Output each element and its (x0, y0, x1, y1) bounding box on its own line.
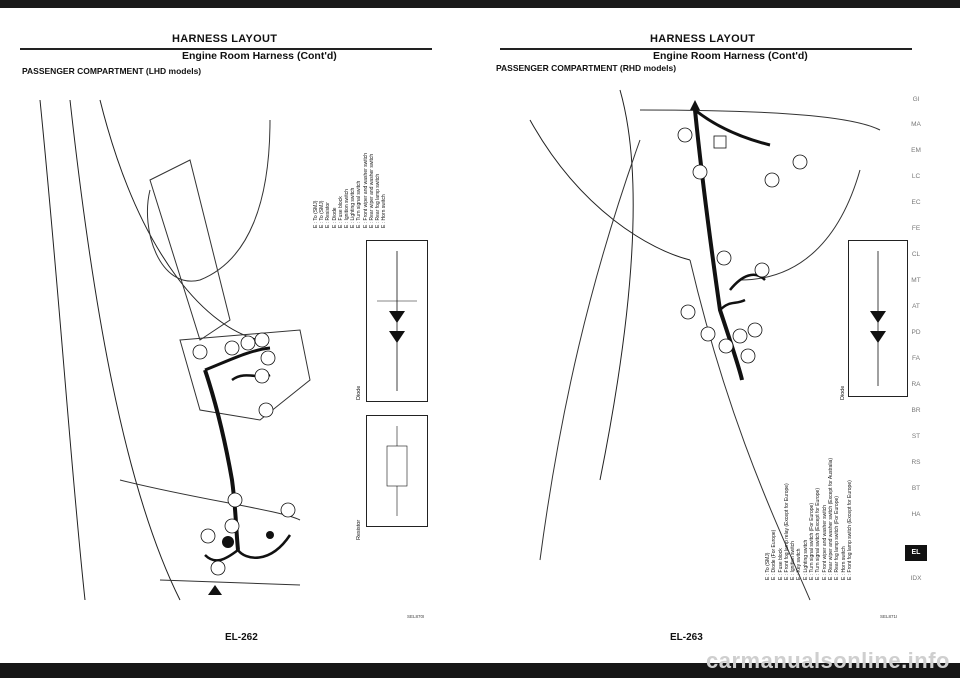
right-diode-box (848, 240, 908, 397)
tab-em[interactable]: EM (911, 147, 921, 154)
right-harness-diagram (529, 89, 881, 601)
left-page-number: EL-262 (225, 632, 258, 643)
resistor-schematic (386, 426, 408, 516)
tab-ha[interactable]: HA (911, 511, 921, 518)
left-title: HARNESS LAYOUT (172, 33, 278, 45)
right-rule (500, 48, 912, 50)
tab-cl[interactable]: CL (911, 251, 921, 258)
tab-el-active[interactable]: EL (905, 545, 927, 561)
tab-ec[interactable]: EC (911, 199, 921, 206)
tab-rs[interactable]: RS (911, 459, 921, 466)
top-binding-bar (0, 0, 480, 8)
left-section-title: PASSENGER COMPARTMENT (LHD models) (22, 66, 202, 76)
bottom-binding-strip (0, 663, 960, 678)
tab-ra[interactable]: RA (911, 381, 921, 388)
top-binding-bar-right (480, 0, 960, 8)
tab-at[interactable]: AT (912, 303, 920, 310)
left-rule (20, 48, 432, 50)
right-title: HARNESS LAYOUT (650, 33, 756, 45)
left-figure-code: SEL870I (407, 614, 425, 619)
right-page: HARNESS LAYOUT Engine Room Harness (Cont… (480, 0, 960, 678)
left-page: HARNESS LAYOUT Engine Room Harness (Cont… (0, 0, 480, 678)
left-diode-label: Diode (356, 385, 362, 400)
right-section-title: PASSENGER COMPARTMENT (RHD models) (496, 63, 677, 73)
left-diode-box (366, 240, 428, 402)
left-resistor-box (366, 415, 428, 527)
tab-br[interactable]: BR (911, 407, 921, 414)
tab-bt[interactable]: BT (911, 485, 921, 492)
left-legend: E : To (SMJ) E : To (SMJ) E : Resistor E… (313, 48, 387, 228)
left-harness-diagram (39, 99, 311, 601)
tab-mt[interactable]: MT (911, 277, 921, 284)
legend-item: E : Front fog lamp switch (Except for Eu… (846, 480, 853, 580)
tab-gi[interactable]: GI (912, 96, 920, 103)
tab-lc[interactable]: LC (911, 173, 921, 180)
tab-fe[interactable]: FE (911, 225, 921, 232)
tab-ma[interactable]: MA (911, 121, 921, 128)
right-legend: E : To (SMJ) E : Diode (For Europe) E : … (765, 390, 853, 580)
tab-st[interactable]: ST (911, 433, 921, 440)
tab-idx[interactable]: IDX (910, 575, 922, 582)
watermark: carmanualsonline.info (706, 648, 950, 673)
right-figure-code: SEL871I (880, 614, 898, 619)
tab-pd[interactable]: PD (911, 329, 921, 336)
left-resistor-label: Resistor (356, 519, 362, 540)
right-subtitle: Engine Room Harness (Cont'd) (653, 50, 808, 62)
diode-schematic-right (870, 251, 886, 386)
right-page-number: EL-263 (670, 632, 703, 643)
diode-schematic (377, 251, 417, 391)
legend-item: E : Horn switch (381, 194, 388, 228)
left-subtitle: Engine Room Harness (Cont'd) (182, 50, 337, 62)
tab-fa[interactable]: FA (912, 355, 920, 362)
